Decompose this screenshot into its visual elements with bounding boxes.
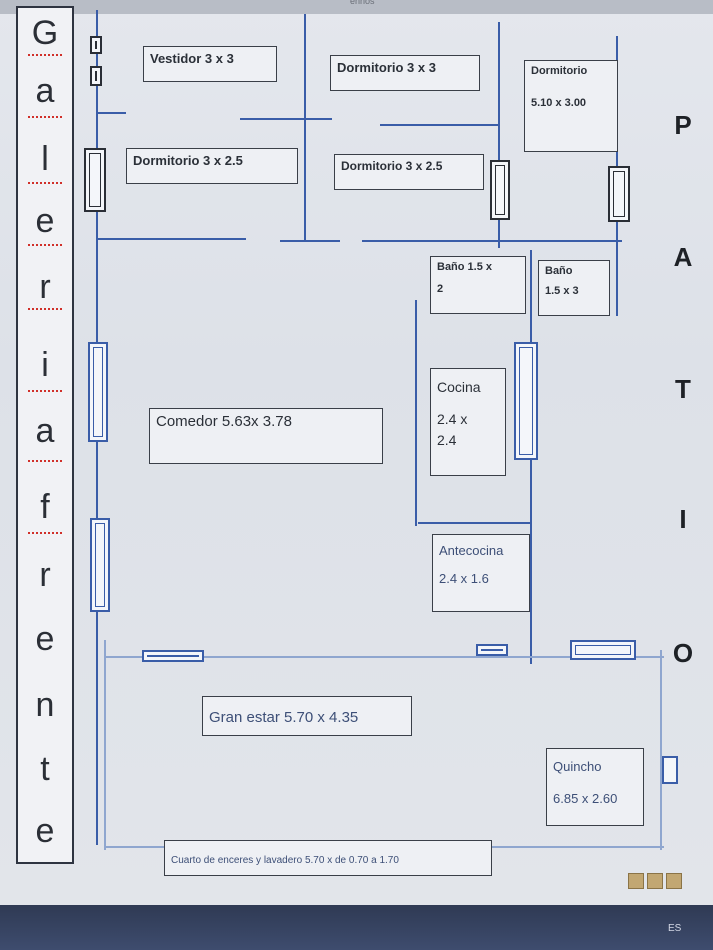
interior-wall bbox=[280, 240, 340, 242]
room-label-antecocina: Antecocina 2.4 x 1.6 bbox=[432, 534, 530, 612]
spellcheck-underline bbox=[28, 50, 62, 56]
room-label-vestidor: Vestidor 3 x 3 bbox=[143, 46, 277, 82]
language-indicator[interactable]: ES bbox=[668, 923, 682, 934]
galeria-letter: i bbox=[41, 346, 49, 384]
spellcheck-underline bbox=[28, 178, 62, 184]
room-label-dormitorio-mid: Dormitorio 3 x 2.5 bbox=[334, 154, 484, 190]
galeria-letter: f bbox=[40, 488, 50, 526]
room-label-dormitorio-left: Dormitorio 3 x 2.5 bbox=[126, 148, 298, 184]
room-name: Gran estar 5.70 x 4.35 bbox=[209, 709, 359, 726]
window bbox=[84, 148, 106, 212]
window bbox=[88, 342, 108, 442]
patio-letter: I bbox=[679, 504, 687, 534]
room-label-comedor: Comedor 5.63x 3.78 bbox=[149, 408, 383, 464]
interior-wall bbox=[96, 238, 246, 240]
room-name: Quincho bbox=[553, 759, 602, 774]
interior-wall bbox=[415, 300, 417, 526]
interior-wall bbox=[498, 22, 500, 248]
window bbox=[490, 160, 510, 220]
room-name: Comedor 5.63x 3.78 bbox=[156, 413, 292, 430]
room-label-dormitorio-right: Dormitorio 5.10 x 3.00 bbox=[524, 60, 618, 152]
room-label-quincho: Quincho 6.85 x 2.60 bbox=[546, 748, 644, 826]
room-label-cuarto-lavadero: Cuarto de enceres y lavadero 5.70 x de 0… bbox=[164, 840, 492, 876]
room-name: Dormitorio bbox=[531, 65, 588, 77]
exterior-wall-right bbox=[660, 650, 662, 850]
floor-plan-sheet: ennos G a l e r i a f r e n t e P A T I … bbox=[0, 0, 713, 905]
galeria-letter: l bbox=[41, 140, 49, 178]
room-name: Baño bbox=[545, 265, 573, 277]
window-title-bar: ennos bbox=[0, 0, 713, 14]
room-name: Baño 1.5 x bbox=[437, 261, 493, 273]
room-name: Antecocina bbox=[439, 543, 504, 558]
room-size: 2.4 x bbox=[437, 410, 468, 427]
window bbox=[514, 342, 538, 460]
room-size: 6.85 x 2.60 bbox=[553, 791, 618, 807]
spellcheck-underline bbox=[28, 304, 62, 310]
room-size: 1.5 x 3 bbox=[545, 284, 579, 297]
galeria-letter: r bbox=[39, 556, 51, 594]
patio-letter: P bbox=[674, 110, 692, 140]
room-size: 2.4 bbox=[437, 432, 457, 448]
patio-letter: O bbox=[672, 638, 694, 668]
galeria-letter: e bbox=[35, 620, 55, 658]
room-name: Dormitorio 3 x 3 bbox=[337, 60, 436, 75]
status-tray-icons[interactable] bbox=[628, 873, 702, 893]
zoom-icon[interactable] bbox=[666, 873, 682, 889]
spellcheck-underline bbox=[28, 240, 62, 246]
room-name: Dormitorio 3 x 2.5 bbox=[133, 153, 243, 168]
galeria-letter: e bbox=[35, 812, 55, 850]
galeria-letter: e bbox=[35, 202, 55, 240]
window-marker bbox=[90, 66, 102, 86]
layout-icon[interactable] bbox=[647, 873, 663, 889]
interior-wall bbox=[304, 14, 306, 242]
window bbox=[476, 644, 508, 656]
interior-wall bbox=[96, 112, 126, 114]
room-label-bano-1: Baño 1.5 x 2 bbox=[430, 256, 526, 314]
interior-wall bbox=[362, 240, 622, 242]
interior-wall bbox=[240, 118, 332, 120]
exterior-wall-inner bbox=[104, 640, 106, 850]
room-name: Cuarto de enceres y lavadero 5.70 x de 0… bbox=[171, 855, 399, 866]
window bbox=[608, 166, 630, 222]
galeria-letter: n bbox=[35, 686, 55, 724]
room-label-bano-2: Baño 1.5 x 3 bbox=[538, 260, 610, 316]
spellcheck-underline bbox=[28, 386, 62, 392]
galeria-letter: t bbox=[40, 750, 50, 788]
taskbar: ES bbox=[0, 905, 713, 950]
window-title: ennos bbox=[350, 0, 375, 6]
room-label-cocina: Cocina 2.4 x 2.4 bbox=[430, 368, 506, 476]
room-label-dormitorio-top: Dormitorio 3 x 3 bbox=[330, 55, 480, 91]
patio-letter: A bbox=[673, 242, 693, 272]
galeria-letter: a bbox=[35, 72, 55, 110]
spellcheck-underline bbox=[28, 528, 62, 534]
spellcheck-underline bbox=[28, 456, 62, 462]
window-marker bbox=[662, 756, 678, 784]
room-size: 5.10 x 3.00 bbox=[531, 96, 587, 109]
room-name: Dormitorio 3 x 2.5 bbox=[341, 159, 443, 173]
interior-wall bbox=[418, 522, 530, 524]
galeria-letter: a bbox=[35, 412, 55, 450]
galeria-letter: r bbox=[39, 268, 51, 306]
room-label-gran-estar: Gran estar 5.70 x 4.35 bbox=[202, 696, 412, 736]
spellcheck-underline bbox=[28, 112, 62, 118]
room-size: 2.4 x 1.6 bbox=[439, 571, 489, 587]
galeria-letter: G bbox=[31, 14, 59, 52]
window bbox=[90, 518, 110, 612]
window bbox=[142, 650, 204, 662]
room-name: Vestidor 3 x 3 bbox=[150, 51, 234, 66]
view-icon[interactable] bbox=[628, 873, 644, 889]
patio-letter: T bbox=[675, 374, 691, 404]
galeria-frente-box: G a l e r i a f r e n t e bbox=[16, 6, 74, 864]
interior-wall bbox=[104, 656, 664, 658]
window-marker bbox=[90, 36, 102, 54]
room-name: Cocina bbox=[437, 379, 481, 395]
interior-wall bbox=[380, 124, 498, 126]
window bbox=[570, 640, 636, 660]
room-size: 2 bbox=[437, 282, 444, 295]
